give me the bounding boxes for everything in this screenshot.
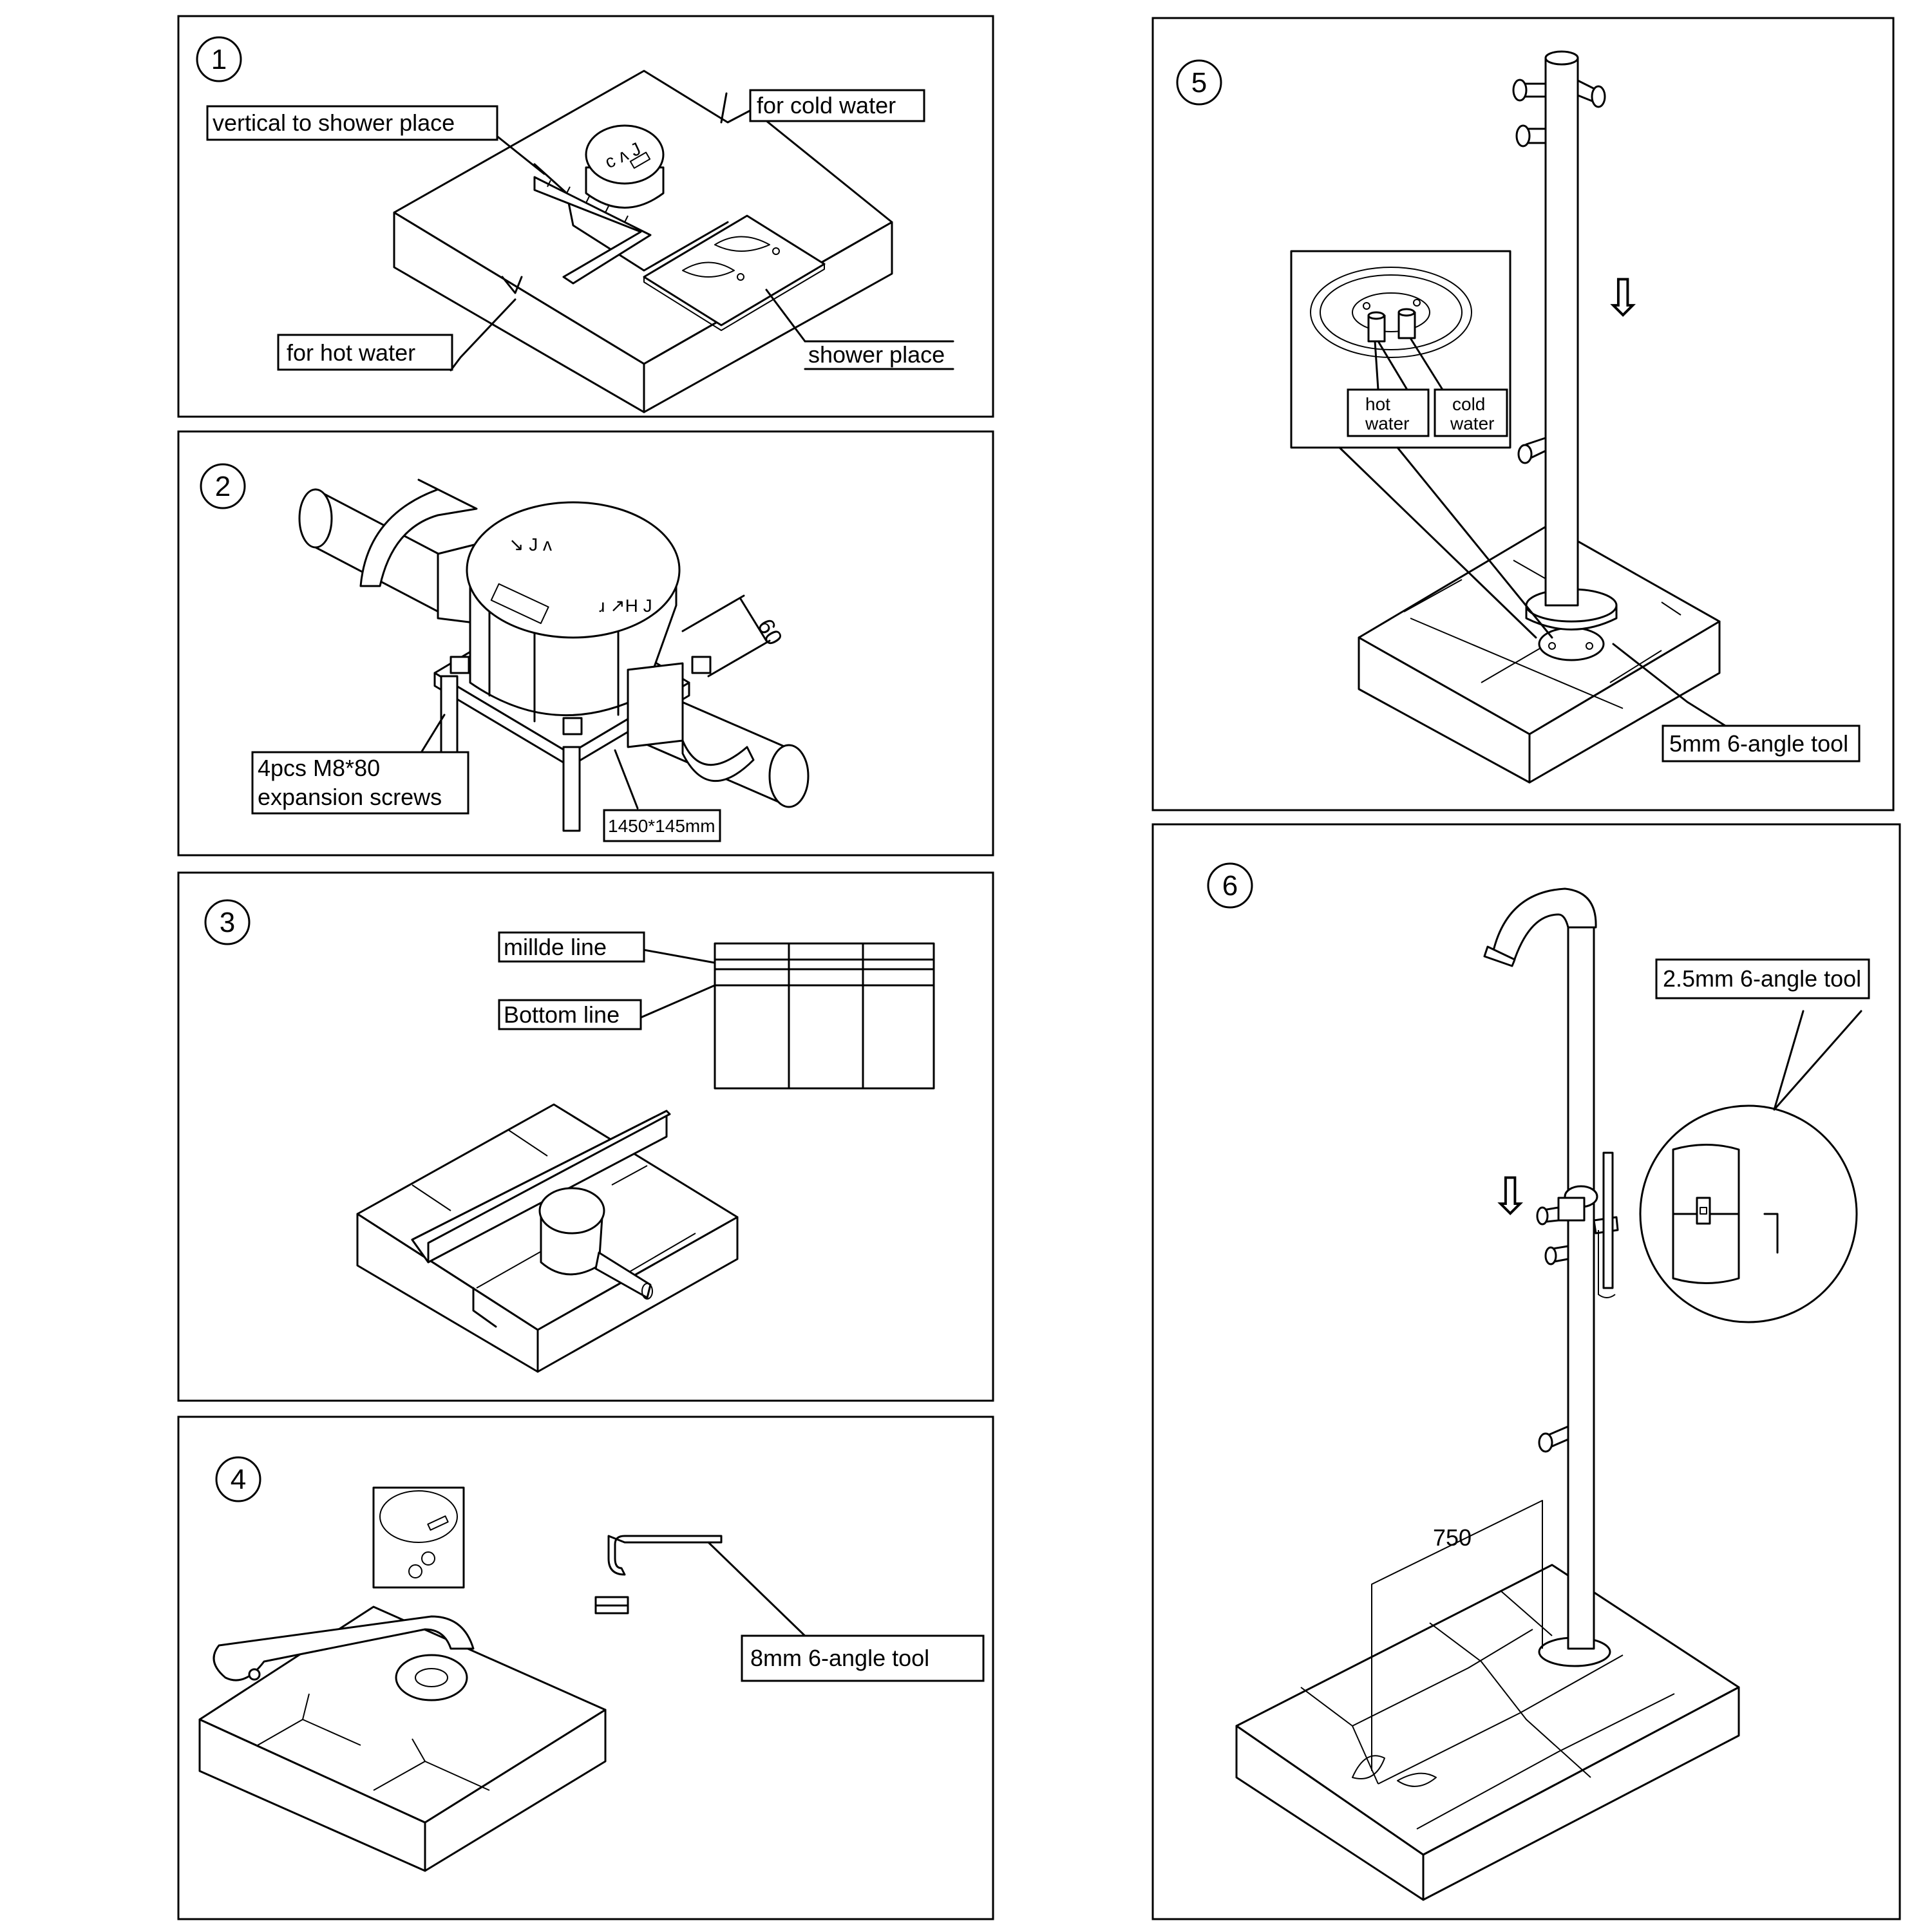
mixer-body: ↘ J ʌ ɹ ↗H J (466, 501, 681, 723)
leader-hot (450, 298, 516, 372)
tool-5-label: 5mm 6-angle tool (1669, 730, 1848, 757)
dimension-label: 1450*145mm (608, 816, 715, 836)
step-1-number: 1 (211, 44, 227, 75)
hot-label-box (277, 334, 453, 371)
hot-water-line2: water (1365, 413, 1409, 433)
vertical-label: vertical to shower place (213, 109, 455, 136)
floor-slab-6 (1235, 1564, 1740, 1901)
step-6-number: 6 (1222, 870, 1238, 902)
step-3-number: 3 (220, 907, 235, 938)
tool-4-label-box (741, 1634, 985, 1682)
cold-water-line2: water (1450, 413, 1494, 433)
hex-key-8mm-icon (594, 1535, 723, 1615)
panel-3-frame (177, 871, 994, 1402)
detail-leader-lines (1338, 446, 1553, 639)
leader-tool-5 (1612, 643, 1740, 735)
svg-text:ɹ ↗H J: ɹ ↗H J (599, 596, 652, 616)
shower-label: shower place (808, 341, 945, 368)
leader-vertical (495, 134, 545, 175)
panel-step-6: 6 (1151, 823, 1901, 1920)
foot-icon (1352, 1755, 1385, 1779)
level-reference-box (714, 942, 935, 1090)
mixer-valve-1: c ʌ J (585, 124, 665, 209)
height-dimension: 750 (1371, 1500, 1543, 1771)
step-4-badge (215, 1456, 261, 1502)
wrench-icon (213, 1615, 475, 1701)
cold-water-line1: cold (1452, 394, 1485, 414)
panel-step-3: 3 millde line Bottom line (177, 871, 994, 1402)
shower-column-5 (1512, 50, 1606, 607)
bottom-label-box (498, 999, 642, 1030)
step-6-badge (1207, 862, 1253, 909)
middle-label: millde line (504, 934, 607, 960)
panel-2-frame (177, 430, 994, 857)
panel-6-frame (1151, 823, 1901, 1920)
hex-key-2-5mm-icon (1763, 1213, 1779, 1254)
outlet-pipe-right (627, 662, 810, 808)
tool-6-label: 2.5mm 6-angle tool (1663, 965, 1861, 992)
screws-label-line2: expansion screws (258, 784, 442, 810)
panel-step-1: 1 c ʌ J (177, 15, 994, 418)
step-3-badge (204, 899, 251, 945)
tool-5-label-box (1662, 724, 1861, 762)
leader-middle (643, 949, 716, 964)
hot-label: for hot water (287, 339, 415, 366)
toe-icon (772, 247, 780, 255)
mixer-valve-3 (538, 1187, 653, 1300)
shower-column-6 (1483, 887, 1619, 1667)
step-2-number: 2 (215, 471, 231, 502)
tool-4-label: 8mm 6-angle tool (750, 1645, 929, 1671)
leader-dimension (614, 749, 639, 810)
step-1-badge (196, 36, 242, 82)
step-4-number: 4 (231, 1464, 246, 1495)
panel-4-frame (177, 1416, 994, 1920)
panel-step-4: 4 8mm 6-angle tool (177, 1416, 994, 1920)
down-arrow-icon: ⇩ (1601, 269, 1644, 327)
leader-tool-4 (707, 1541, 810, 1640)
foot-icon (1397, 1772, 1437, 1787)
leader-shower (765, 289, 806, 343)
vertical-label-box (206, 105, 498, 141)
tool-6-label-box (1655, 958, 1870, 999)
panel-step-5: 5 ⇩ (1151, 17, 1895, 811)
inlet-detail-box: hot water cold water (1290, 250, 1511, 449)
cold-water-box (1434, 388, 1508, 437)
step-5-number: 5 (1191, 67, 1207, 99)
shower-place-tile (643, 214, 826, 331)
leader-screws (417, 714, 446, 758)
step-5-badge (1176, 59, 1222, 106)
leader-bottom (639, 984, 716, 1019)
down-arrow-icon: ⇩ (1488, 1168, 1531, 1225)
leader-cold (720, 92, 728, 124)
rotate-arrow-icon (359, 478, 478, 587)
cold-label: for cold water (757, 92, 896, 118)
leader-tool-6 (1773, 1010, 1862, 1111)
panel-step-2: 2 ↘ J ʌ ɹ ↗H J (177, 430, 994, 857)
middle-label-box (498, 931, 645, 963)
mixer-marks: ↘ J ʌ (509, 535, 552, 554)
rotate-arrow-icon (681, 739, 755, 782)
hot-water-line1: hot (1365, 394, 1390, 414)
valve-detail-box (372, 1486, 465, 1589)
expansion-screws (440, 656, 712, 832)
floor-slab-5 (1358, 524, 1721, 784)
mixer-slot-icon (490, 583, 549, 624)
height-value: 750 (1433, 1524, 1472, 1551)
depth-value: 60 (752, 614, 788, 650)
hex-detail-circle (1639, 1104, 1858, 1323)
toe-icon (737, 273, 744, 281)
hot-water-box (1347, 388, 1430, 437)
step-2-badge (200, 463, 246, 509)
level-ruler (533, 176, 652, 285)
panel-1-frame (177, 15, 994, 418)
dimension-label-box (603, 809, 721, 842)
panel-5-frame (1151, 17, 1895, 811)
screws-label-line1: 4pcs M8*80 (258, 755, 380, 781)
bottom-label: Bottom line (504, 1001, 620, 1028)
screws-label-box (251, 751, 469, 815)
cold-label-box (749, 89, 925, 122)
